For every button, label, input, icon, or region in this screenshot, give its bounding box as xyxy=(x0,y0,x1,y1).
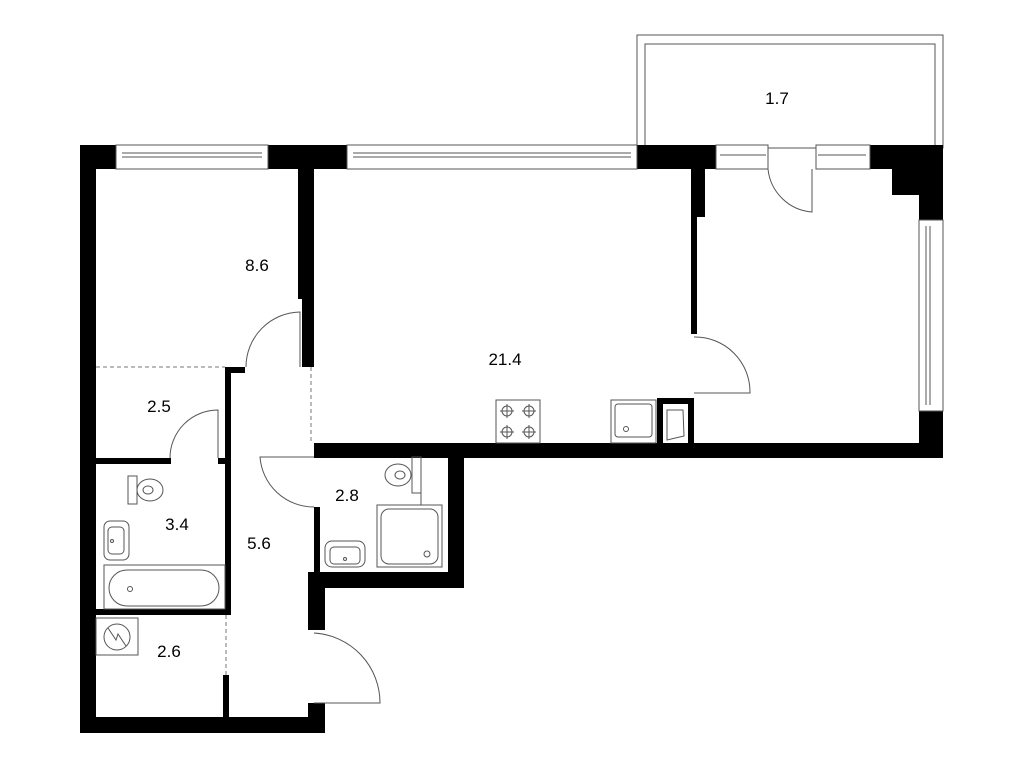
room-area-closet: 2.5 xyxy=(147,397,171,416)
room-area-living-kitchen: 21.4 xyxy=(488,350,522,369)
room-area-utility: 2.6 xyxy=(157,642,181,661)
balcony-outline xyxy=(636,34,944,149)
fridge-icon xyxy=(666,409,685,441)
walls xyxy=(80,145,943,733)
shower-tray-icon xyxy=(376,504,443,568)
room-area-balcony: 1.7 xyxy=(765,89,789,108)
toilet-icon xyxy=(384,456,422,505)
room-area-bathroom: 3.4 xyxy=(165,515,189,534)
dashed-dividers xyxy=(96,366,312,675)
bathtub-icon xyxy=(103,564,226,610)
toilet-icon xyxy=(127,475,164,505)
room-area-bedroom: 8.6 xyxy=(245,256,269,275)
washbasin-icon xyxy=(324,540,366,568)
stove-icon xyxy=(495,399,541,444)
doors xyxy=(169,168,813,704)
room-area-hallway: 5.6 xyxy=(247,534,271,553)
windows xyxy=(115,144,944,412)
boiler-icon xyxy=(95,617,139,656)
kitchen-sink-icon xyxy=(610,399,657,444)
washbasin-icon xyxy=(103,520,130,561)
room-area-wc-shower: 2.8 xyxy=(335,486,359,505)
